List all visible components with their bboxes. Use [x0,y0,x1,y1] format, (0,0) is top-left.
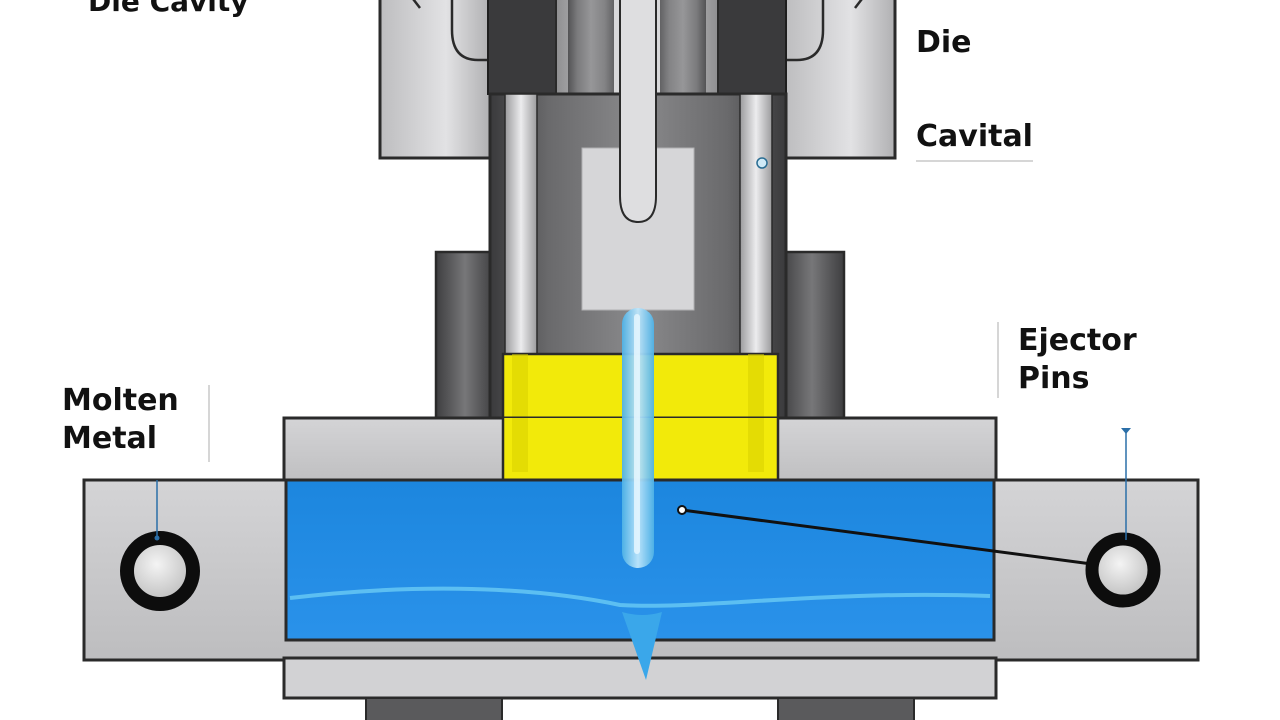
bottom-foot-right [777,697,915,720]
upper-die-right-block [783,0,897,160]
leader-line-ejector [681,508,1123,570]
yellow-pin-left-lower [512,418,528,472]
metal-stream-highlight [634,314,640,554]
bottom-foot-left [365,697,503,720]
plunger-rod [619,0,657,224]
label-die-cavity: Die Cavity [88,0,249,18]
molten-metal-drip [622,612,662,680]
label-molten-line-2: Metal [62,420,158,456]
sleeve-dark-right [717,0,787,95]
label-ejector-line-1: Ejector [1018,323,1137,358]
right-shoulder [778,250,846,422]
label-molten-line-1: Molten [62,383,179,418]
arrow-head-icon [1121,428,1131,434]
yellow-pin-right-lower [748,418,764,472]
label-ejector-line-2: Pins [1018,360,1090,396]
label-molten-metal: Molten Metal [62,382,179,457]
label-die: Die [916,25,972,60]
upper-die-left-tick [412,0,421,9]
label-cavital: Cavital [916,118,1033,162]
upper-die [378,0,897,160]
molten-metal-pointer-tip [154,535,160,541]
left-shoulder [434,250,496,422]
ejector-hole-right [1085,532,1161,608]
ejector-hole-left [120,531,200,611]
upper-die-right-notch [785,0,825,62]
sleeve-dark-left [487,0,557,95]
leader-line-dot [677,505,687,515]
label-ejector-pins: Ejector Pins [1018,322,1137,397]
upper-die-right-tick [854,0,863,9]
base-plate-bottom [282,656,998,700]
ring-circle-icon [120,531,1161,611]
upper-die-left-notch [450,0,490,62]
upper-die-left-block [378,0,492,160]
bubble-marker [756,157,768,169]
molten-metal-surface-wave [289,586,991,608]
